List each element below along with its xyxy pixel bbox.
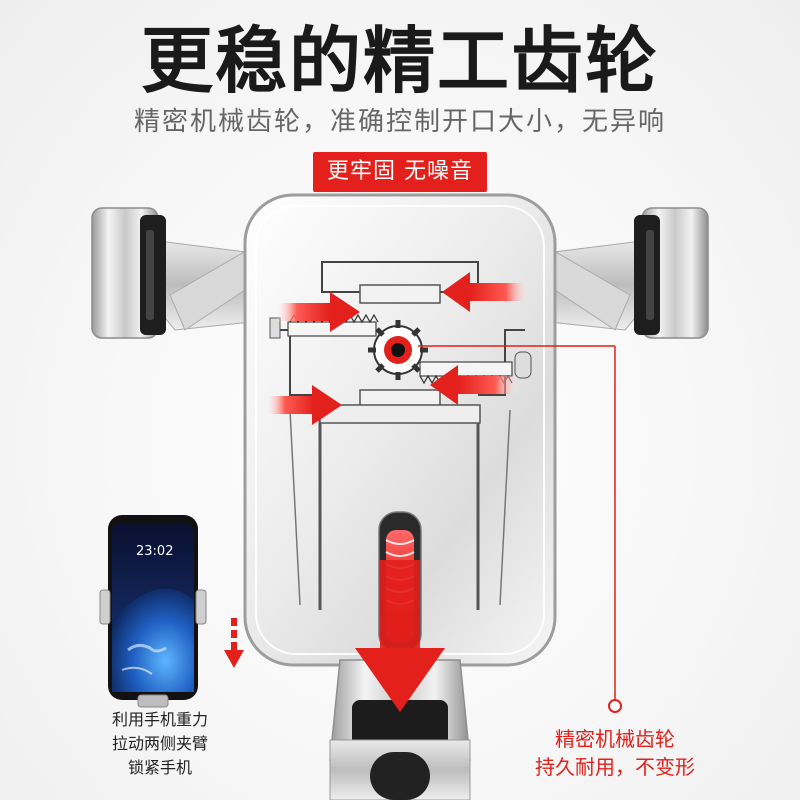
feature-badge: 更牢固 无噪音 [313, 152, 487, 192]
caption-line: 拉动两侧夹臂 [111, 734, 208, 753]
headline: 更稳的精工齿轮 [140, 19, 659, 103]
small-arrow-down-icon [224, 618, 244, 668]
arrow-left-icon [442, 272, 530, 312]
arrow-left-icon [430, 365, 520, 405]
caption-line: 锁紧手机 [127, 758, 192, 777]
caption-line: 利用手机重力 [111, 710, 208, 729]
caption-line: 持久耐用，不变形 [535, 755, 695, 779]
caption-line: 精密机械齿轮 [555, 727, 675, 751]
holder-base [329, 659, 471, 800]
subheadline: 精密机械齿轮，准确控制开口大小，无异响 [133, 107, 666, 137]
gear-icon [368, 320, 428, 380]
gravity-caption: 利用手机重力 拉动两侧夹臂 锁紧手机 [88, 708, 232, 780]
right-clamp-arm [634, 207, 709, 339]
left-clamp-arm [91, 207, 166, 339]
arrow-down-icon [355, 560, 445, 712]
gear-caption: 精密机械齿轮 持久耐用，不变形 [520, 725, 710, 781]
phone-clock: 23:02 [136, 544, 173, 559]
arrow-right-icon [265, 385, 342, 425]
arrow-right-icon [275, 292, 360, 332]
phone-in-holder-illustration: 23:02 [99, 515, 207, 708]
